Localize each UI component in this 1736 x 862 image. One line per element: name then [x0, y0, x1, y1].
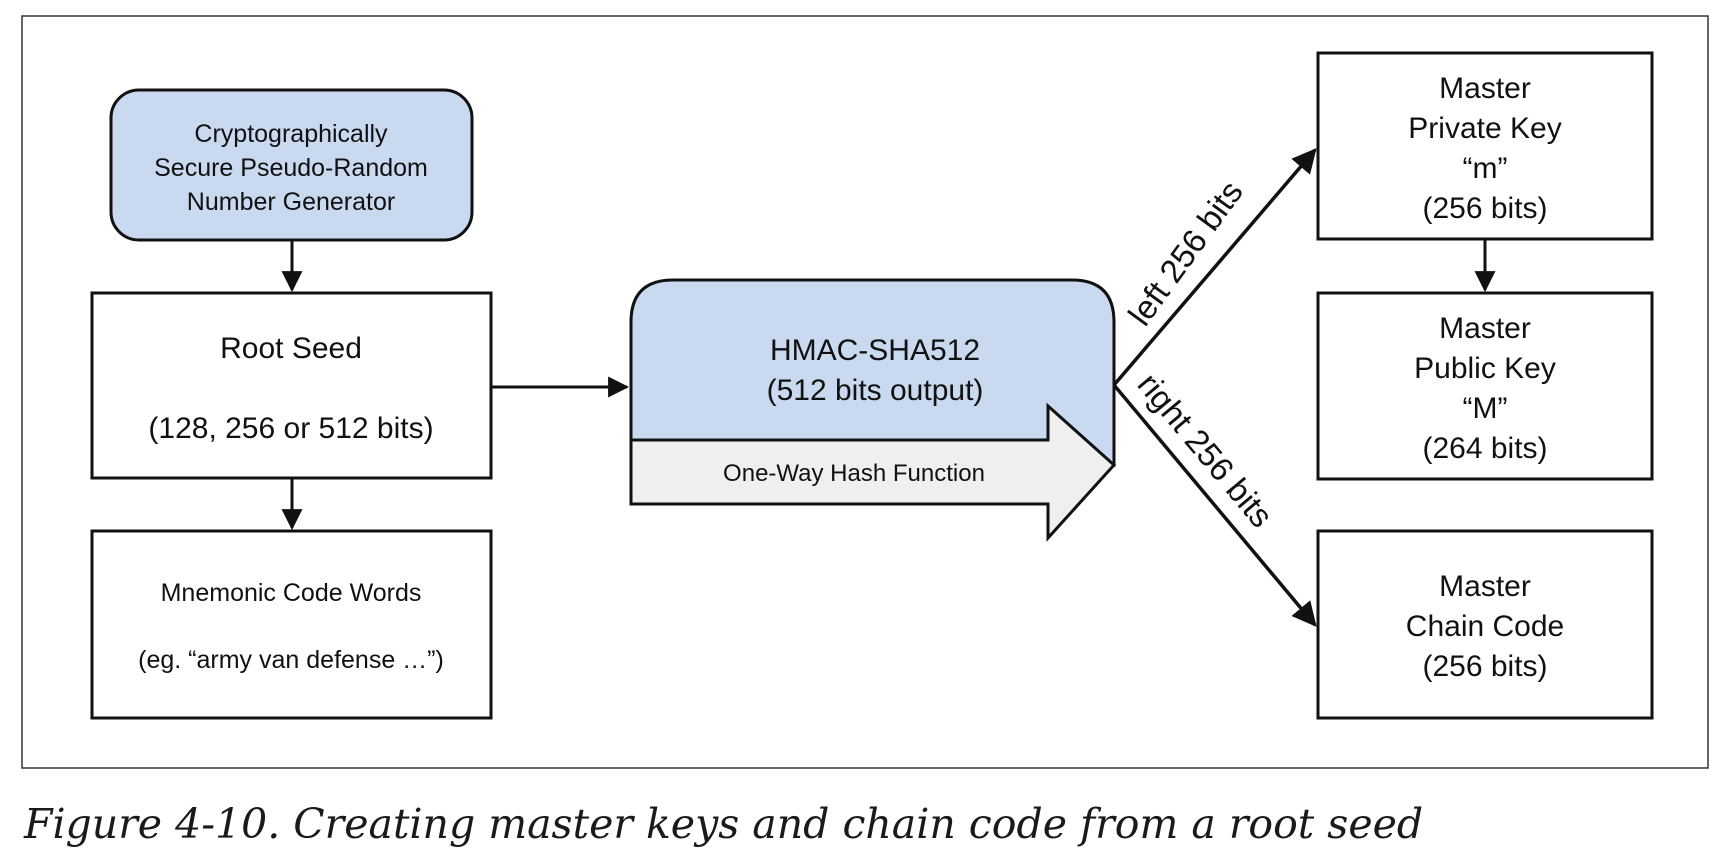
one-way-hash-arrow: [629, 402, 1117, 542]
public-key-line-3: “M”: [1463, 392, 1508, 425]
hmac-box: HMAC-SHA512 (512 bits output) One-Way Ha…: [629, 278, 1117, 542]
private-key-line-2: Private Key: [1408, 112, 1561, 145]
private-key-line-3: “m”: [1463, 152, 1508, 185]
public-key-line-2: Public Key: [1414, 352, 1556, 385]
root-seed-detail: (128, 256 or 512 bits): [148, 412, 433, 445]
root-seed-title: Root Seed: [220, 332, 362, 365]
arrow-hmac-to-private-key: [1112, 148, 1317, 387]
private-key-line-4: (256 bits): [1422, 192, 1547, 225]
root-seed-box: Root Seed (128, 256 or 512 bits): [90, 291, 493, 480]
csprng-line-2: Secure Pseudo-Random: [154, 154, 428, 182]
csprng-line-3: Number Generator: [187, 188, 395, 216]
chain-code-line-2: Chain Code: [1406, 610, 1564, 643]
csprng-box: Cryptographically Secure Pseudo-Random N…: [109, 88, 474, 242]
chain-code-line-3: (256 bits): [1422, 650, 1547, 683]
figure-caption: Figure 4-10. Creating master keys and ch…: [24, 800, 1424, 848]
public-key-line-4: (264 bits): [1422, 432, 1547, 465]
hmac-title: HMAC-SHA512: [770, 334, 980, 367]
private-key-box: Master Private Key “m” (256 bits): [1316, 51, 1654, 241]
hmac-detail: (512 bits output): [767, 374, 984, 407]
mnemonic-box: Mnemonic Code Words (eg. “army van defen…: [90, 529, 493, 720]
public-key-line-1: Master: [1439, 312, 1531, 345]
csprng-line-1: Cryptographically: [194, 120, 388, 148]
arrow-hmac-to-chain-code: [1112, 383, 1317, 627]
private-key-line-1: Master: [1439, 72, 1531, 105]
mnemonic-detail: (eg. “army van defense …”): [138, 646, 444, 674]
chain-code-box: Master Chain Code (256 bits): [1316, 529, 1654, 720]
mnemonic-title: Mnemonic Code Words: [161, 579, 422, 607]
chain-code-line-1: Master: [1439, 570, 1531, 603]
one-way-hash-label: One-Way Hash Function: [723, 460, 985, 487]
public-key-box: Master Public Key “M” (264 bits): [1316, 291, 1654, 481]
